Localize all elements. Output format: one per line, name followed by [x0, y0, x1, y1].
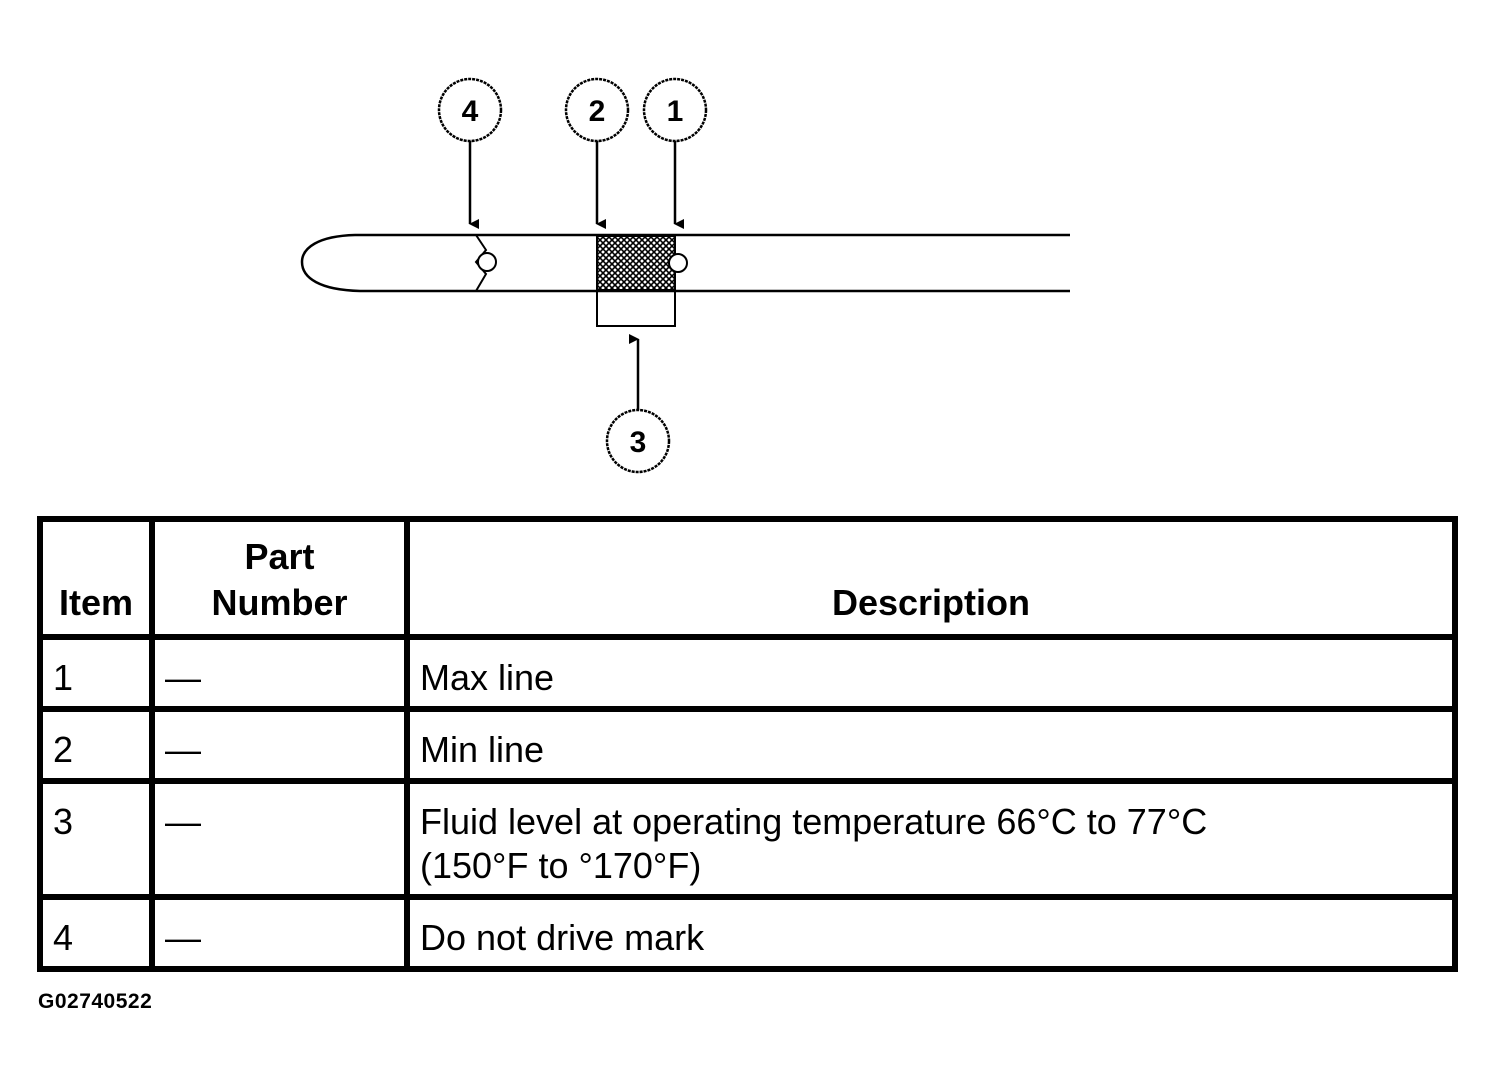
cell-description: Max line: [404, 634, 1458, 712]
cell-part-number: —: [149, 706, 410, 784]
callout-3: 3: [605, 334, 671, 474]
operating-range-bracket: [596, 290, 676, 327]
table-row: 3 — Fluid level at operating temperature…: [37, 778, 1458, 900]
cell-description: Do not drive mark: [404, 894, 1458, 972]
callout-2: 2: [564, 77, 630, 229]
cell-item: 1: [37, 634, 155, 712]
callout-1-label: 1: [667, 95, 684, 128]
cell-item: 2: [37, 706, 155, 784]
cell-description: Fluid level at operating temperature 66°…: [404, 778, 1458, 900]
table-row: 1 — Max line: [37, 634, 1458, 712]
dipstick-diagram: 4 2 1 3: [300, 77, 1070, 474]
cell-part-number: —: [149, 634, 410, 712]
max-line-mark: [668, 253, 688, 273]
header-description: Description: [404, 516, 1458, 640]
cell-part-number: —: [149, 894, 410, 972]
callout-3-label: 3: [630, 426, 647, 459]
callout-2-label: 2: [589, 95, 606, 128]
figure-code: G02740522: [38, 990, 153, 1013]
operating-range-band: [596, 235, 676, 291]
header-item: Item: [37, 516, 155, 640]
callout-1: 1: [642, 77, 708, 229]
cell-description: Min line: [404, 706, 1458, 784]
dipstick-blade: [300, 233, 1070, 293]
cell-item: 4: [37, 894, 155, 972]
table-row: 2 — Min line: [37, 706, 1458, 784]
callout-4: 4: [437, 77, 503, 229]
do-not-drive-mark: [477, 252, 497, 272]
table-row: 4 — Do not drive mark: [37, 894, 1458, 972]
cell-item: 3: [37, 778, 155, 900]
cell-part-number: —: [149, 778, 410, 900]
callout-4-label: 4: [462, 95, 479, 128]
